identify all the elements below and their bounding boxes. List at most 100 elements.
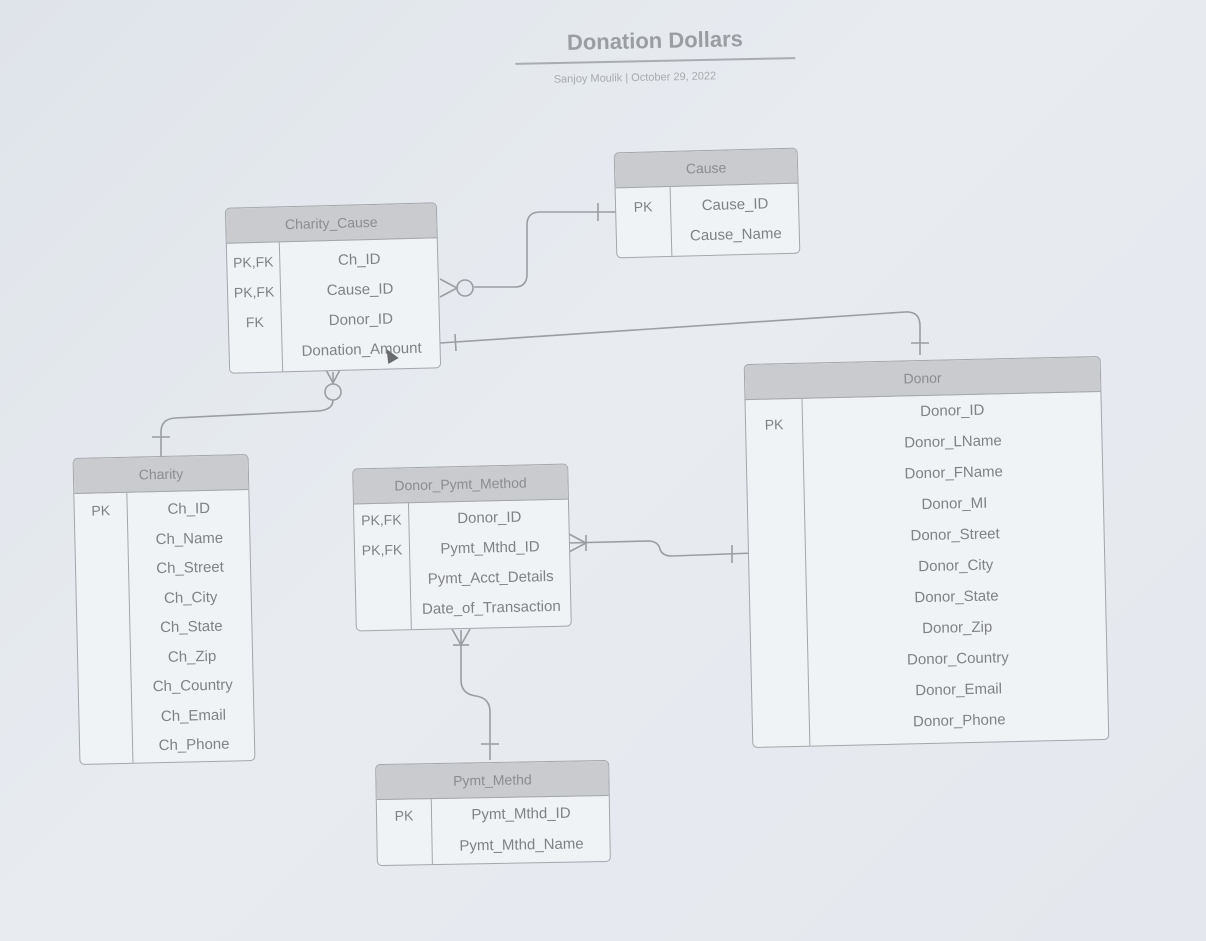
attribute-name: Cause_ID xyxy=(701,195,769,215)
entity-donor[interactable]: Donor PK Donor_ID Donor_LName Donor_FNam… xyxy=(743,355,1110,749)
key-label xyxy=(356,601,410,602)
attribute-row: PK Ch_ID xyxy=(74,494,249,527)
entity-header: Donor_Pymt_Method xyxy=(353,464,568,505)
attribute-name: Ch_Street xyxy=(156,558,225,578)
entity-pymt-methd[interactable]: Pymt_Methd PK Pymt_Mthd_ID Pymt_Mthd_Nam… xyxy=(375,759,611,867)
rel-charity-cause-to-donor xyxy=(439,311,921,355)
rel-charity-cause-to-cause xyxy=(474,211,616,288)
entity-cause[interactable]: Cause PK Cause_ID Cause_Name xyxy=(613,147,801,259)
key-label xyxy=(229,343,281,344)
attribute-name: Donor_Email xyxy=(915,680,1003,700)
attribute-row: PK Pymt_Mthd_ID xyxy=(377,798,610,833)
attribute-row: Ch_Name xyxy=(75,524,250,557)
key-label xyxy=(80,738,132,739)
attribute-row: Date_of_Transaction xyxy=(356,592,571,627)
attribute-name: Ch_Email xyxy=(160,706,227,725)
attribute-name: Cause_ID xyxy=(326,280,394,300)
attribute-row: Ch_Zip xyxy=(78,642,253,675)
attribute-name: Donor_Phone xyxy=(912,711,1006,731)
key-label xyxy=(747,468,803,469)
key-label xyxy=(79,708,131,709)
attribute-row: PK Cause_ID xyxy=(616,189,799,224)
attribute-name: Ch_Zip xyxy=(167,647,217,666)
attribute-name: Pymt_Mthd_ID xyxy=(440,538,540,558)
attribute-name: Pymt_Mthd_Name xyxy=(459,835,584,855)
attribute-row: Ch_Phone xyxy=(80,730,255,763)
attribute-name: Ch_ID xyxy=(337,250,381,269)
attribute-name: Donor_Street xyxy=(910,525,1000,545)
attribute-row: Donation_Amount xyxy=(229,333,440,368)
attribute-name: Donor_FName xyxy=(904,463,1004,483)
attribute-name: Date_of_Transaction xyxy=(421,597,561,618)
attribute-name: Ch_Country xyxy=(152,676,233,696)
rel-dpm-to-pymt xyxy=(460,630,491,760)
attribute-row: Ch_Street xyxy=(76,553,251,586)
rel-dpm-to-donor xyxy=(567,540,755,557)
key-label xyxy=(356,571,410,572)
key-label xyxy=(75,531,127,532)
entity-header: Charity_Cause xyxy=(225,203,437,244)
entity-header: Charity xyxy=(73,455,249,495)
key-label xyxy=(617,228,671,229)
entity-header: Pymt_Methd xyxy=(376,760,609,801)
attribute-name: Donation_Amount xyxy=(301,339,422,360)
attribute-name: Donor_ID xyxy=(920,401,985,421)
attribute-name: Donor_Zip xyxy=(922,618,993,638)
key-label: PK,FK xyxy=(233,283,275,301)
key-label xyxy=(77,590,129,591)
rel-charity-line xyxy=(160,399,334,460)
attribute-name: Donor_ID xyxy=(328,310,394,330)
entity-header: Cause xyxy=(614,148,798,189)
key-label: PK xyxy=(394,807,414,824)
key-label xyxy=(753,716,809,717)
attribute-row: Ch_Country xyxy=(78,671,253,704)
key-label xyxy=(377,838,431,839)
attribute-name: Donor_Country xyxy=(906,649,1009,669)
attribute-row: Ch_Email xyxy=(79,701,254,734)
attribute-name: Cause_Name xyxy=(689,225,782,245)
key-label xyxy=(750,592,806,593)
rel-cc-donor-tick xyxy=(454,333,457,352)
key-label xyxy=(751,654,807,655)
key-label: FK xyxy=(245,313,265,331)
attribute-row: Ch_State xyxy=(77,612,252,645)
attribute-row: Cause_Name xyxy=(617,219,800,254)
key-label xyxy=(751,623,807,624)
key-label xyxy=(746,437,802,438)
attribute-name: Ch_Phone xyxy=(158,735,230,755)
key-label xyxy=(752,685,808,686)
key-label: PK xyxy=(764,416,784,433)
rel-cause-crowfoot xyxy=(439,278,459,298)
attribute-name: Donor_LName xyxy=(904,432,1002,452)
key-label: PK,FK xyxy=(232,253,274,271)
key-label: PK,FK xyxy=(361,541,403,559)
attribute-name: Donor_City xyxy=(918,556,994,576)
attribute-name: Pymt_Acct_Details xyxy=(427,567,554,588)
attribute-name: Donor_ID xyxy=(457,508,522,528)
entity-charity[interactable]: Charity PK Ch_ID Ch_Name Ch_Street Ch_Ci… xyxy=(72,454,256,765)
rel-cause-zero-marker xyxy=(456,279,474,297)
key-label xyxy=(77,620,129,621)
attribute-row: PK,FK Pymt_Mthd_ID xyxy=(355,532,570,567)
attribute-name: Ch_ID xyxy=(167,499,211,518)
attribute-row: Pymt_Acct_Details xyxy=(355,562,570,597)
entity-charity-cause[interactable]: Charity_Cause PK,FK Ch_ID PK,FK Cause_ID… xyxy=(224,202,442,374)
attribute-row: PK,FK Donor_ID xyxy=(354,502,569,537)
rel-charity-crowfoot xyxy=(323,365,343,385)
key-label: PK xyxy=(633,198,653,215)
attribute-name: Donor_MI xyxy=(921,494,988,514)
key-label: PK xyxy=(91,502,111,519)
attribute-row: Pymt_Mthd_Name xyxy=(377,829,610,864)
attribute-name: Donor_State xyxy=(914,587,999,607)
key-label xyxy=(748,530,804,531)
attribute-row: Donor_Phone xyxy=(753,705,1109,744)
key-label: PK,FK xyxy=(360,511,402,529)
entity-donor-pymt-method[interactable]: Donor_Pymt_Method PK,FK Donor_ID PK,FK P… xyxy=(352,463,572,632)
key-label xyxy=(748,499,804,500)
attribute-name: Ch_State xyxy=(159,617,223,637)
key-label xyxy=(76,561,128,562)
attribute-name: Ch_City xyxy=(163,588,218,607)
rel-charity-zero-marker xyxy=(324,383,342,401)
